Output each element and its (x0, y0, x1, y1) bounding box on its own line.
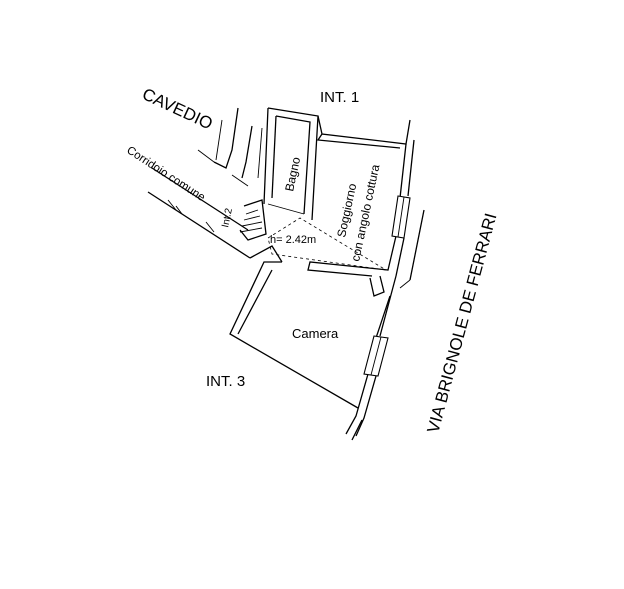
street-frontage (351, 209, 425, 441)
int3-label: INT. 3 (206, 373, 245, 390)
bedroom-walls (229, 261, 397, 437)
bedroom-window (363, 335, 389, 377)
entrance-area (239, 199, 283, 263)
corridor-walls (147, 167, 251, 259)
int2-label: Int.2 (220, 207, 235, 229)
height-marker (267, 217, 387, 271)
living-room-walls (307, 115, 415, 277)
bedroom-label: Camera (292, 326, 339, 341)
cavedio-walls (197, 107, 263, 187)
bathroom-label: Bagno (282, 155, 303, 192)
cavedio-label: CAVEDIO (139, 84, 215, 133)
door (369, 275, 385, 297)
street-name-label: VIA BRIGNOLE DE FERRARI (424, 211, 501, 435)
int1-label: INT. 1 (320, 89, 359, 106)
living-room-window (391, 195, 411, 239)
common-corridor-label: Corridoio comune (124, 144, 207, 203)
bathroom-walls (263, 107, 319, 221)
height-label: h= 2.42m (270, 234, 316, 246)
